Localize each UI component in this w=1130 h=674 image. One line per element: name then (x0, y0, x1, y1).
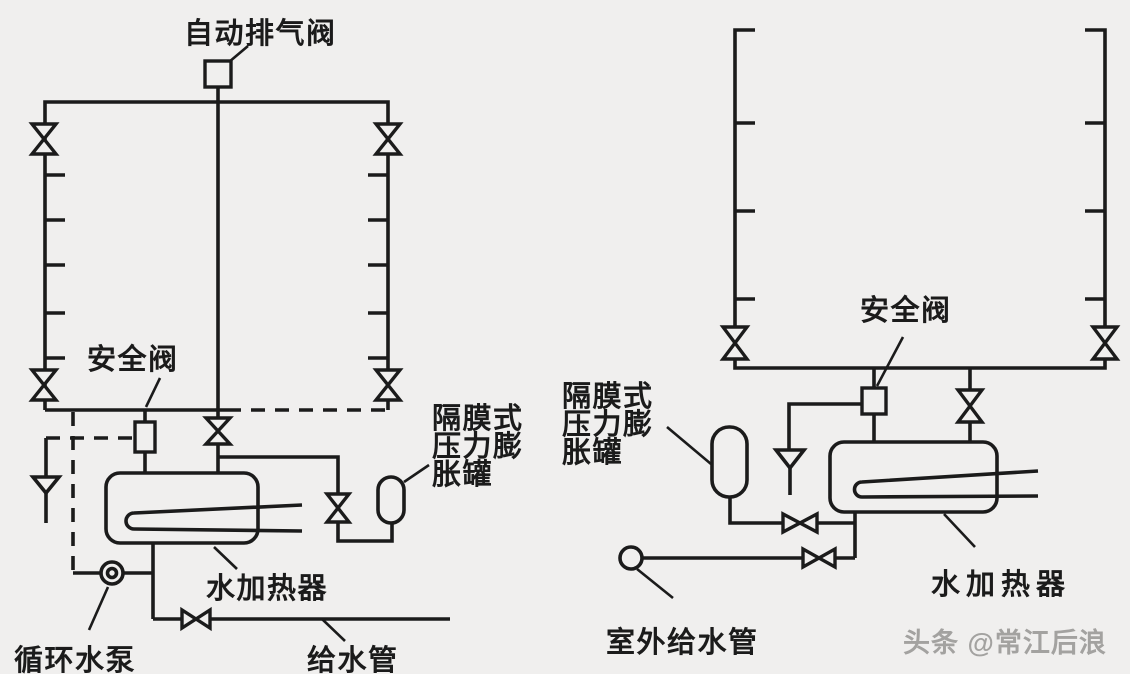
left-riser-valve-bottom-right-icon (372, 368, 404, 402)
right-expansion-tank-leader-line (666, 426, 712, 465)
left-supply-valve-icon (180, 606, 212, 632)
right-expansion-tank-icon (710, 425, 749, 499)
right-water-heater-leader-line (943, 513, 976, 548)
left-safety-valve-leader-line (144, 377, 162, 408)
right-heater-inlet-valve-icon (954, 388, 986, 424)
left-expansion-tank-icon (376, 475, 406, 525)
outdoor-supply-pipe-label: 室外给水管 (606, 625, 759, 659)
outdoor-supply-connection-icon (618, 545, 644, 571)
left-expansion-tank-label-line2: 压力膨 (432, 430, 524, 463)
left-drain-funnel-icon (29, 475, 63, 496)
left-expansion-tank-leader-line (403, 463, 430, 484)
left-expansion-tank-branch-pipe (218, 455, 394, 543)
left-drain-dashed-pipe (46, 412, 135, 571)
left-riser-valve-top-right-icon (372, 122, 404, 156)
right-riser-valve-right-icon (1089, 325, 1121, 361)
left-safety-valve-icon (133, 420, 157, 454)
right-tank-line-valve-icon (781, 511, 819, 535)
left-supply-pipe-leader-line (321, 618, 346, 642)
left-water-heater-label: 水加热器 (206, 572, 328, 605)
right-diagram: 安全阀 隔膜式 压力膨 胀罐 水加热器 室外给水管 (562, 28, 1121, 659)
left-heating-coil (124, 503, 303, 533)
right-supply-valve-icon (801, 546, 837, 570)
right-riser-loop-pipe (733, 28, 1107, 370)
auto-air-vent-label: 自动排气阀 (184, 17, 337, 50)
right-riser-valve-left-icon (719, 325, 751, 361)
left-diagram: 自动排气阀 安全阀 隔膜式 压力膨 胀罐 水加热器 循环水泵 给水管 (14, 17, 524, 674)
right-expansion-tank-label-line2: 压力膨 (562, 408, 654, 441)
right-water-heater-shell (828, 440, 999, 514)
right-cold-supply-pipe (642, 512, 857, 560)
right-discharge-pipe (787, 402, 862, 495)
left-riser-valve-top-left-icon (28, 122, 60, 156)
left-supply-pipe-label: 给水管 (307, 643, 399, 674)
left-riser-branch-ticks (45, 173, 388, 360)
auto-air-vent-icon (203, 59, 233, 89)
left-expansion-tank-label-line1: 隔膜式 (432, 402, 524, 435)
left-expansion-branch-valve-icon (323, 492, 353, 524)
left-water-heater-leader-line (213, 546, 238, 570)
left-riser-valve-bottom-left-icon (28, 368, 60, 402)
right-riser-branch-ticks (735, 121, 1105, 301)
right-drain-funnel-icon (772, 448, 808, 471)
left-expansion-tank-label-line3: 胀罐 (432, 458, 493, 491)
watermark-text: 头条 @常江后浪 (903, 627, 1107, 658)
right-safety-valve-leader-line (875, 336, 905, 387)
left-safety-valve-label: 安全阀 (87, 342, 179, 376)
right-expansion-tank-label-line1: 隔膜式 (562, 380, 654, 413)
right-safety-valve-icon (860, 386, 888, 416)
auto-air-vent-leader-line (228, 45, 249, 63)
circulation-pump-hub-icon (105, 566, 119, 580)
right-expansion-tank-label-line3: 胀罐 (562, 436, 623, 469)
circulation-pump-label: 循环水泵 (14, 644, 136, 674)
outdoor-supply-pipe-leader-line (636, 567, 674, 600)
right-water-heater-label: 水加热器 (931, 568, 1071, 601)
left-center-riser-valve-icon (202, 416, 234, 446)
circulation-pump-leader-line (87, 586, 110, 631)
right-safety-valve-label: 安全阀 (860, 293, 952, 327)
right-heating-coil (852, 469, 1039, 499)
